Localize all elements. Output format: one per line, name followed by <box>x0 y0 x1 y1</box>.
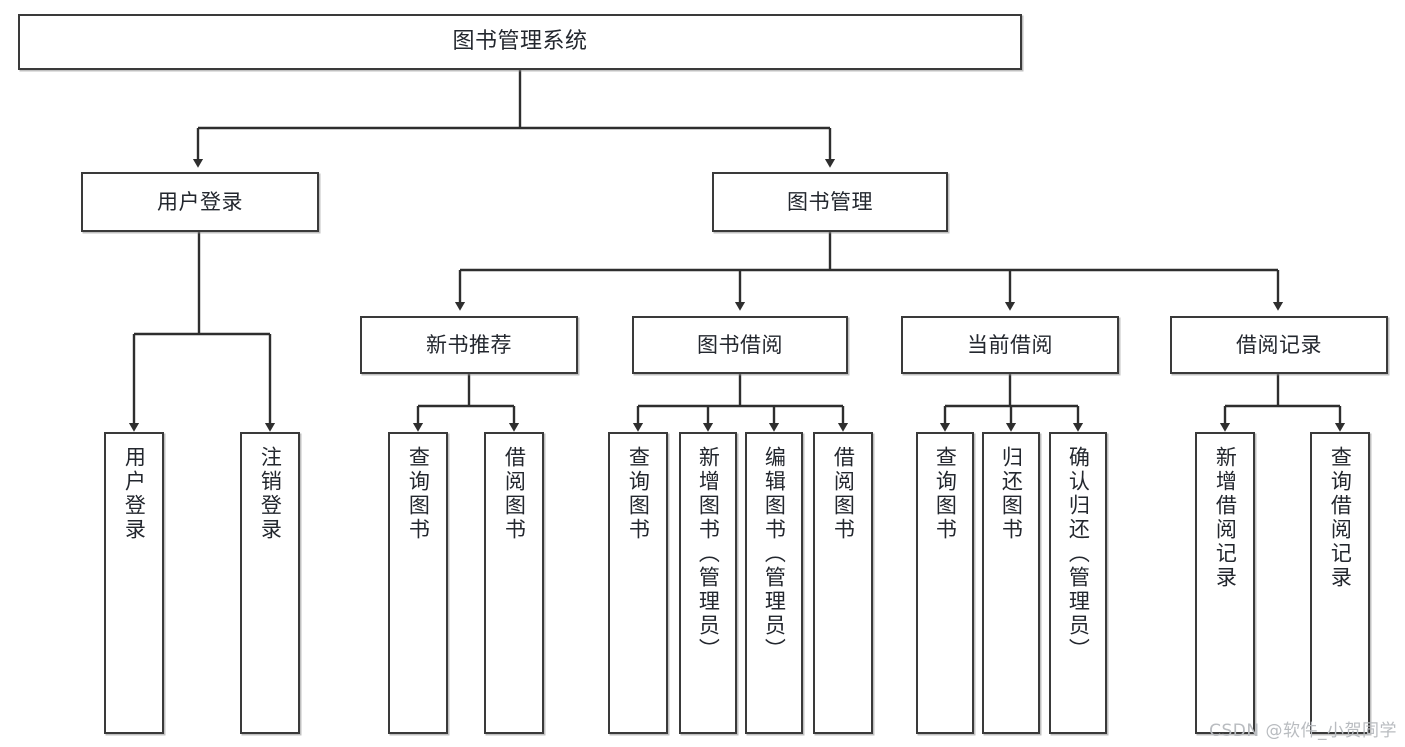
node-label: 确认归还（管理员） <box>1066 446 1091 662</box>
node-book-borrowing[interactable]: 图书借阅 <box>632 316 848 374</box>
leaf-return-books[interactable]: 归还图书 <box>982 432 1040 734</box>
node-label: 查询借阅记录 <box>1328 446 1353 590</box>
node-label: 查询图书 <box>406 446 431 542</box>
node-label: 借阅图书 <box>502 446 527 542</box>
leaf-add-book-admin[interactable]: 新增图书（管理员） <box>679 432 737 734</box>
leaf-add-borrowing-record[interactable]: 新增借阅记录 <box>1195 432 1255 734</box>
node-root-book-management-system[interactable]: 图书管理系统 <box>18 14 1022 70</box>
node-label: 图书管理 <box>787 189 873 214</box>
node-label: 注销登录 <box>258 446 283 542</box>
node-borrowing-records[interactable]: 借阅记录 <box>1170 316 1388 374</box>
leaf-query-borrowing-record[interactable]: 查询借阅记录 <box>1310 432 1370 734</box>
leaf-borrow-books-recommendation[interactable]: 借阅图书 <box>484 432 544 734</box>
node-label: 图书管理系统 <box>452 29 588 55</box>
node-label: 借阅记录 <box>1236 332 1322 357</box>
node-label: 新增借阅记录 <box>1213 446 1238 590</box>
leaf-logout[interactable]: 注销登录 <box>240 432 300 734</box>
node-new-book-recommendation[interactable]: 新书推荐 <box>360 316 578 374</box>
node-label: 新书推荐 <box>426 332 512 357</box>
node-label: 查询图书 <box>933 446 958 542</box>
node-label: 编辑图书（管理员） <box>762 446 787 662</box>
node-label: 借阅图书 <box>831 446 856 542</box>
node-user-login[interactable]: 用户登录 <box>81 172 319 232</box>
node-label: 用户登录 <box>157 189 243 214</box>
leaf-query-books-recommendation[interactable]: 查询图书 <box>388 432 448 734</box>
node-current-borrowing[interactable]: 当前借阅 <box>901 316 1119 374</box>
node-label: 当前借阅 <box>967 332 1053 357</box>
leaf-confirm-return-admin[interactable]: 确认归还（管理员） <box>1049 432 1107 734</box>
csdn-watermark: CSDN @软件_小贺同学 <box>1209 721 1397 741</box>
node-label: 归还图书 <box>999 446 1024 542</box>
leaf-borrow-books-borrowing[interactable]: 借阅图书 <box>813 432 873 734</box>
leaf-query-books-current[interactable]: 查询图书 <box>916 432 974 734</box>
node-book-management[interactable]: 图书管理 <box>712 172 948 232</box>
node-label: 新增图书（管理员） <box>696 446 721 662</box>
leaf-edit-book-admin[interactable]: 编辑图书（管理员） <box>745 432 803 734</box>
leaf-user-login[interactable]: 用户登录 <box>104 432 164 734</box>
node-label: 用户登录 <box>122 446 147 542</box>
leaf-query-books-borrowing[interactable]: 查询图书 <box>608 432 668 734</box>
node-label: 查询图书 <box>626 446 651 542</box>
node-label: 图书借阅 <box>697 332 783 357</box>
